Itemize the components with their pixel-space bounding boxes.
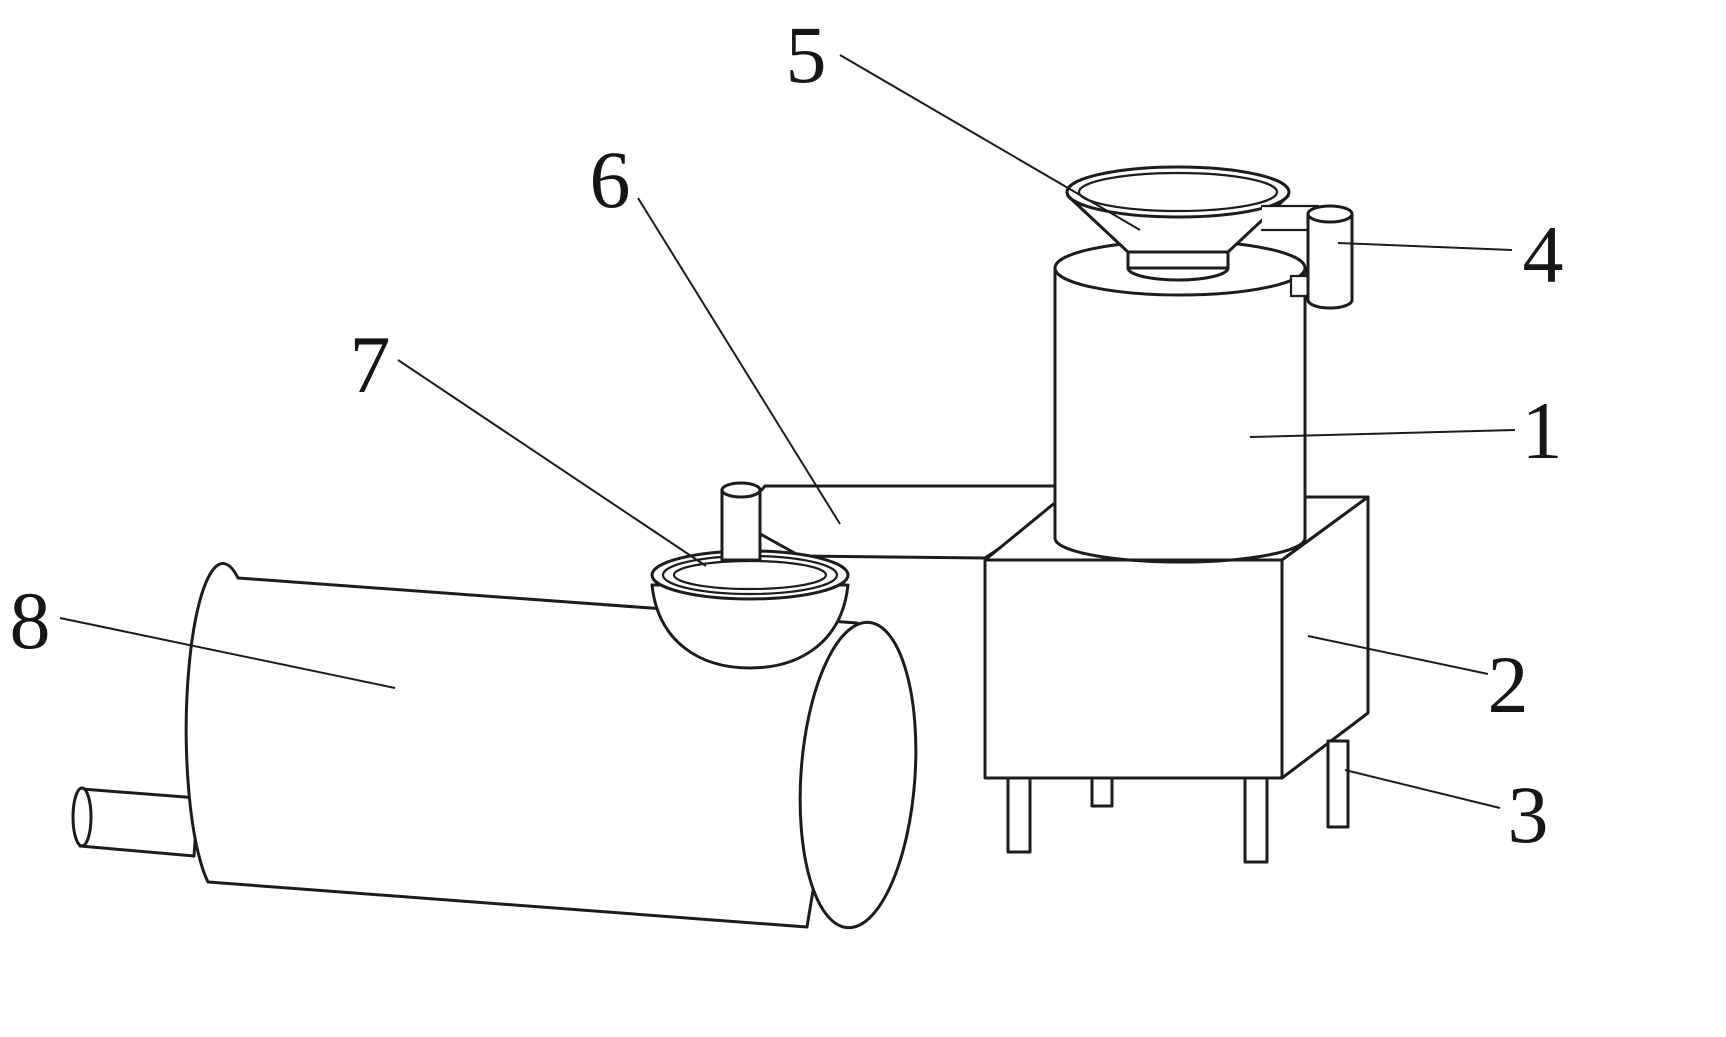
part-label-8: 8	[10, 575, 51, 666]
side-pipe-bracket	[1289, 274, 1312, 298]
funnel-rim-inner	[1077, 171, 1279, 213]
part-label-6: 6	[590, 134, 631, 225]
vertical-tank	[1053, 239, 1307, 564]
feed-funnel	[1065, 165, 1291, 282]
leader-line-2	[1307, 635, 1489, 675]
part-label-7: 7	[350, 319, 391, 410]
leg-front-left	[1006, 776, 1032, 854]
funnel-rim-outer	[1065, 165, 1291, 219]
part-label-3: 3	[1508, 769, 1549, 860]
part-labels: 5 6 7 8 4 1 2 3	[10, 9, 1564, 860]
drum-inlet-flange	[650, 481, 850, 670]
leader-line-8	[59, 617, 396, 689]
side-pipe	[1260, 204, 1354, 310]
leader-line-5	[839, 54, 1141, 231]
leader-line-6	[637, 197, 841, 525]
leader-line-7	[397, 359, 707, 567]
leader-line-1	[1249, 429, 1516, 438]
leader-lines	[59, 54, 1516, 809]
leg-right-side	[1326, 739, 1350, 829]
leader-line-3	[1344, 769, 1501, 809]
leg-back-middle	[1090, 776, 1114, 808]
support-legs	[1006, 739, 1350, 864]
flange-pipe	[720, 481, 762, 562]
drum-body	[184, 562, 859, 929]
leg-front-right	[1243, 776, 1269, 864]
drum-end-cap	[798, 620, 918, 930]
part-label-5: 5	[786, 9, 827, 100]
box-right-face	[1280, 495, 1370, 780]
part-label-4: 4	[1523, 209, 1564, 300]
part-label-1: 1	[1522, 385, 1563, 476]
box-front-face	[983, 558, 1284, 780]
part-label-2: 2	[1488, 639, 1529, 730]
flange-bowl	[650, 583, 850, 670]
drum-outlet-pipe	[71, 786, 200, 858]
leader-line-4	[1337, 242, 1513, 251]
horizontal-drum	[71, 562, 918, 930]
side-pipe-body	[1306, 204, 1354, 310]
